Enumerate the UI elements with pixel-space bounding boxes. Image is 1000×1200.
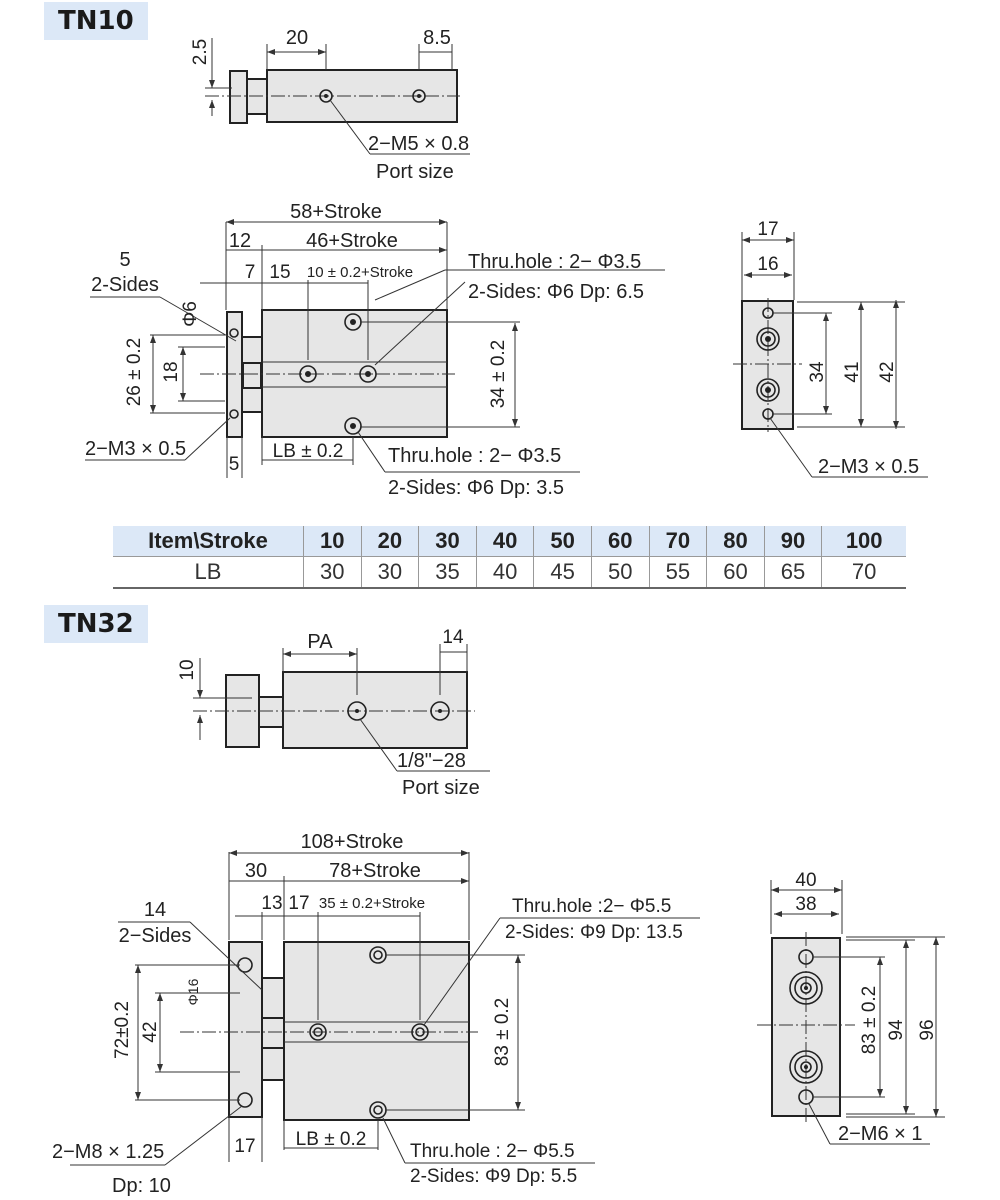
tn10-phi6: Φ6 (180, 301, 201, 327)
tn10-thru2-b: 2-Sides: Φ6 Dp: 3.5 (388, 477, 564, 499)
tn32-phi16: Φ16 (185, 978, 201, 1005)
table-cell: 65 (763, 556, 822, 588)
tn10-top-dim-20: 20 (286, 27, 308, 49)
tn10-overall-length: 58+Stroke (290, 201, 382, 223)
tn10-plate-dim: 12 (229, 230, 251, 252)
tn32-side-h94: 94 (886, 1019, 907, 1041)
tn32-side-w40: 40 (795, 870, 816, 891)
tn32-side-note-2sides: 2−Sides (119, 925, 192, 947)
tn32-top-dim-pa: PA (307, 631, 333, 653)
table-cell: 70 (821, 556, 906, 588)
tn32-front-plate (228, 941, 263, 1118)
tn32-bot17: 17 (234, 1136, 255, 1157)
tn32-port-callout: 1/8"−28 (397, 750, 466, 772)
table-header-cell: 90 (763, 526, 822, 557)
model-tag-tn32: TN32 (44, 605, 148, 643)
model-tag-tn10: TN10 (44, 2, 148, 40)
table-cell: 60 (706, 556, 765, 588)
tn10-lb: LB ± 0.2 (273, 441, 344, 462)
tn10-thru1-a: Thru.hole : 2− Φ3.5 (468, 251, 641, 273)
table-header-label: Item\Stroke (113, 526, 304, 557)
tn10-dim-7: 7 (245, 262, 256, 283)
tn10-body-length: 46+Stroke (306, 230, 398, 252)
table-header-cell: 20 (360, 526, 419, 557)
table-header-row: Item\Stroke 10 20 30 40 50 60 70 80 90 1… (113, 526, 906, 557)
table-row: LB 30 30 35 40 45 50 55 60 65 70 (113, 556, 906, 588)
table-header-cell: 80 (706, 526, 765, 557)
table-header-cell: 100 (821, 526, 906, 557)
tn10-pitch: 10 ± 0.2+Stroke (307, 264, 413, 281)
tn32-thru1-b: 2-Sides: Φ9 Dp: 13.5 (505, 922, 683, 943)
tn10-dim-15: 15 (269, 262, 290, 283)
tn32-port-label: Port size (402, 777, 480, 799)
tn32-lb: LB ± 0.2 (296, 1129, 367, 1150)
tn10-thru1-b: 2-Sides: Φ6 Dp: 6.5 (468, 281, 644, 303)
tn10-side-w17: 17 (757, 219, 778, 240)
tn10-side-note-2sides: 2-Sides (91, 274, 159, 296)
table-row-label: LB (194, 559, 222, 584)
tn10-tap: 2−M3 × 0.5 (85, 438, 186, 460)
table-cell: 40 (475, 556, 534, 588)
table-header-cell: 50 (533, 526, 592, 557)
tn32-side-h96: 96 (917, 1019, 938, 1040)
tn10-top-dim-2-5: 2.5 (190, 39, 211, 65)
tn32-side-h83: 83 ± 0.2 (859, 986, 880, 1055)
tn32-overall-length: 108+Stroke (301, 831, 404, 853)
tn10-side-w16: 16 (757, 254, 778, 275)
tn10-side-note-5: 5 (119, 249, 130, 271)
tn32-side-note-14: 14 (144, 899, 166, 921)
tn32-top-dim-14: 14 (442, 627, 464, 648)
tn32-pitch: 35 ± 0.2+Stroke (319, 895, 425, 912)
tn10-side-h41: 41 (842, 361, 863, 382)
tn32-body-length: 78+Stroke (329, 860, 421, 882)
tn10-end-plate (229, 70, 248, 124)
tn10-top-view (205, 38, 470, 155)
tn10-port-label: Port size (376, 161, 454, 183)
tn32-h83: 83 ± 0.2 (492, 998, 513, 1067)
tn10-stroke-table: Item\Stroke 10 20 30 40 50 60 70 80 90 1… (113, 526, 906, 589)
tn10-side-tap: 2−M3 × 0.5 (818, 456, 919, 478)
tn10-side-h34: 34 (807, 361, 828, 383)
table-header-cell: 30 (418, 526, 477, 557)
tn32-thru2-a: Thru.hole : 2− Φ5.5 (410, 1141, 575, 1162)
tn32-thru1-a: Thru.hole :2− Φ5.5 (512, 896, 671, 917)
tn32-side-view (757, 880, 945, 1145)
tn32-tap-a: 2−M8 × 1.25 (52, 1141, 164, 1163)
table-header-cell: 40 (475, 526, 534, 557)
table-cell: 30 (303, 556, 362, 588)
table-cell: 45 (533, 556, 592, 588)
tn32-front-view (70, 850, 700, 1166)
tn32-thru2-b: 2-Sides: Φ9 Dp: 5.5 (410, 1166, 577, 1187)
table-cell: 55 (648, 556, 707, 588)
tn32-cylinder-body (282, 671, 468, 749)
tn32-h42: 42 (140, 1021, 161, 1042)
tn10-bot5: 5 (229, 454, 240, 475)
tn10-port-callout: 2−M5 × 0.8 (368, 133, 469, 155)
tn32-dim-13: 13 (261, 893, 282, 914)
table-header-cell: 60 (590, 526, 650, 557)
tn10-top-dim-8-5: 8.5 (423, 27, 451, 49)
table-header-cell: 70 (648, 526, 707, 557)
tn32-side-w38: 38 (795, 894, 816, 915)
tn10-side-view (733, 232, 928, 478)
tn32-top-view (193, 644, 490, 772)
tn10-front-view (85, 219, 665, 478)
table-cell: 50 (590, 556, 650, 588)
tn10-thru2-a: Thru.hole : 2− Φ3.5 (388, 445, 561, 467)
tn32-tap-b: Dp: 10 (112, 1175, 171, 1197)
tn32-plate-dim: 30 (245, 860, 267, 882)
table-cell: 35 (418, 556, 477, 588)
tn32-front-body (283, 941, 470, 1121)
tn10-h34: 34 ± 0.2 (488, 340, 509, 409)
tn32-h72: 72±0.2 (112, 1001, 133, 1059)
tn10-h18: 18 (161, 361, 182, 382)
table-header-cell: 10 (303, 526, 362, 557)
tn10-h26: 26 ± 0.2 (124, 338, 145, 407)
table-cell: 30 (360, 556, 419, 588)
tn10-side-h42: 42 (877, 361, 898, 382)
tn32-side-tap: 2−M6 × 1 (838, 1123, 923, 1145)
tn32-top-dim-10: 10 (177, 659, 198, 680)
tn32-dim-17: 17 (288, 893, 309, 914)
